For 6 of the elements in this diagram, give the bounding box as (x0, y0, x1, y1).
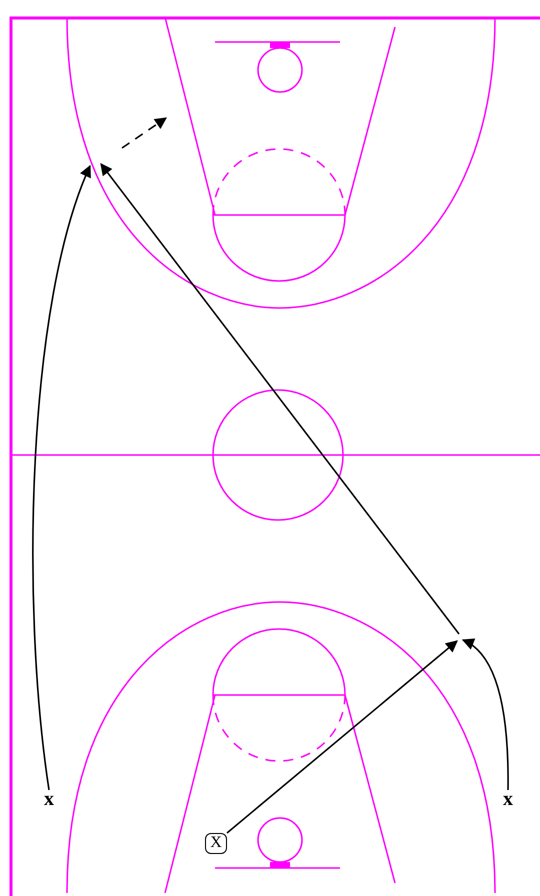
arrow (32, 164, 92, 790)
arrow (462, 639, 509, 790)
player-marker: x (40, 790, 58, 810)
player-marker: x (499, 790, 517, 810)
arrow (226, 640, 458, 834)
ball-handler-marker: X (205, 833, 227, 854)
